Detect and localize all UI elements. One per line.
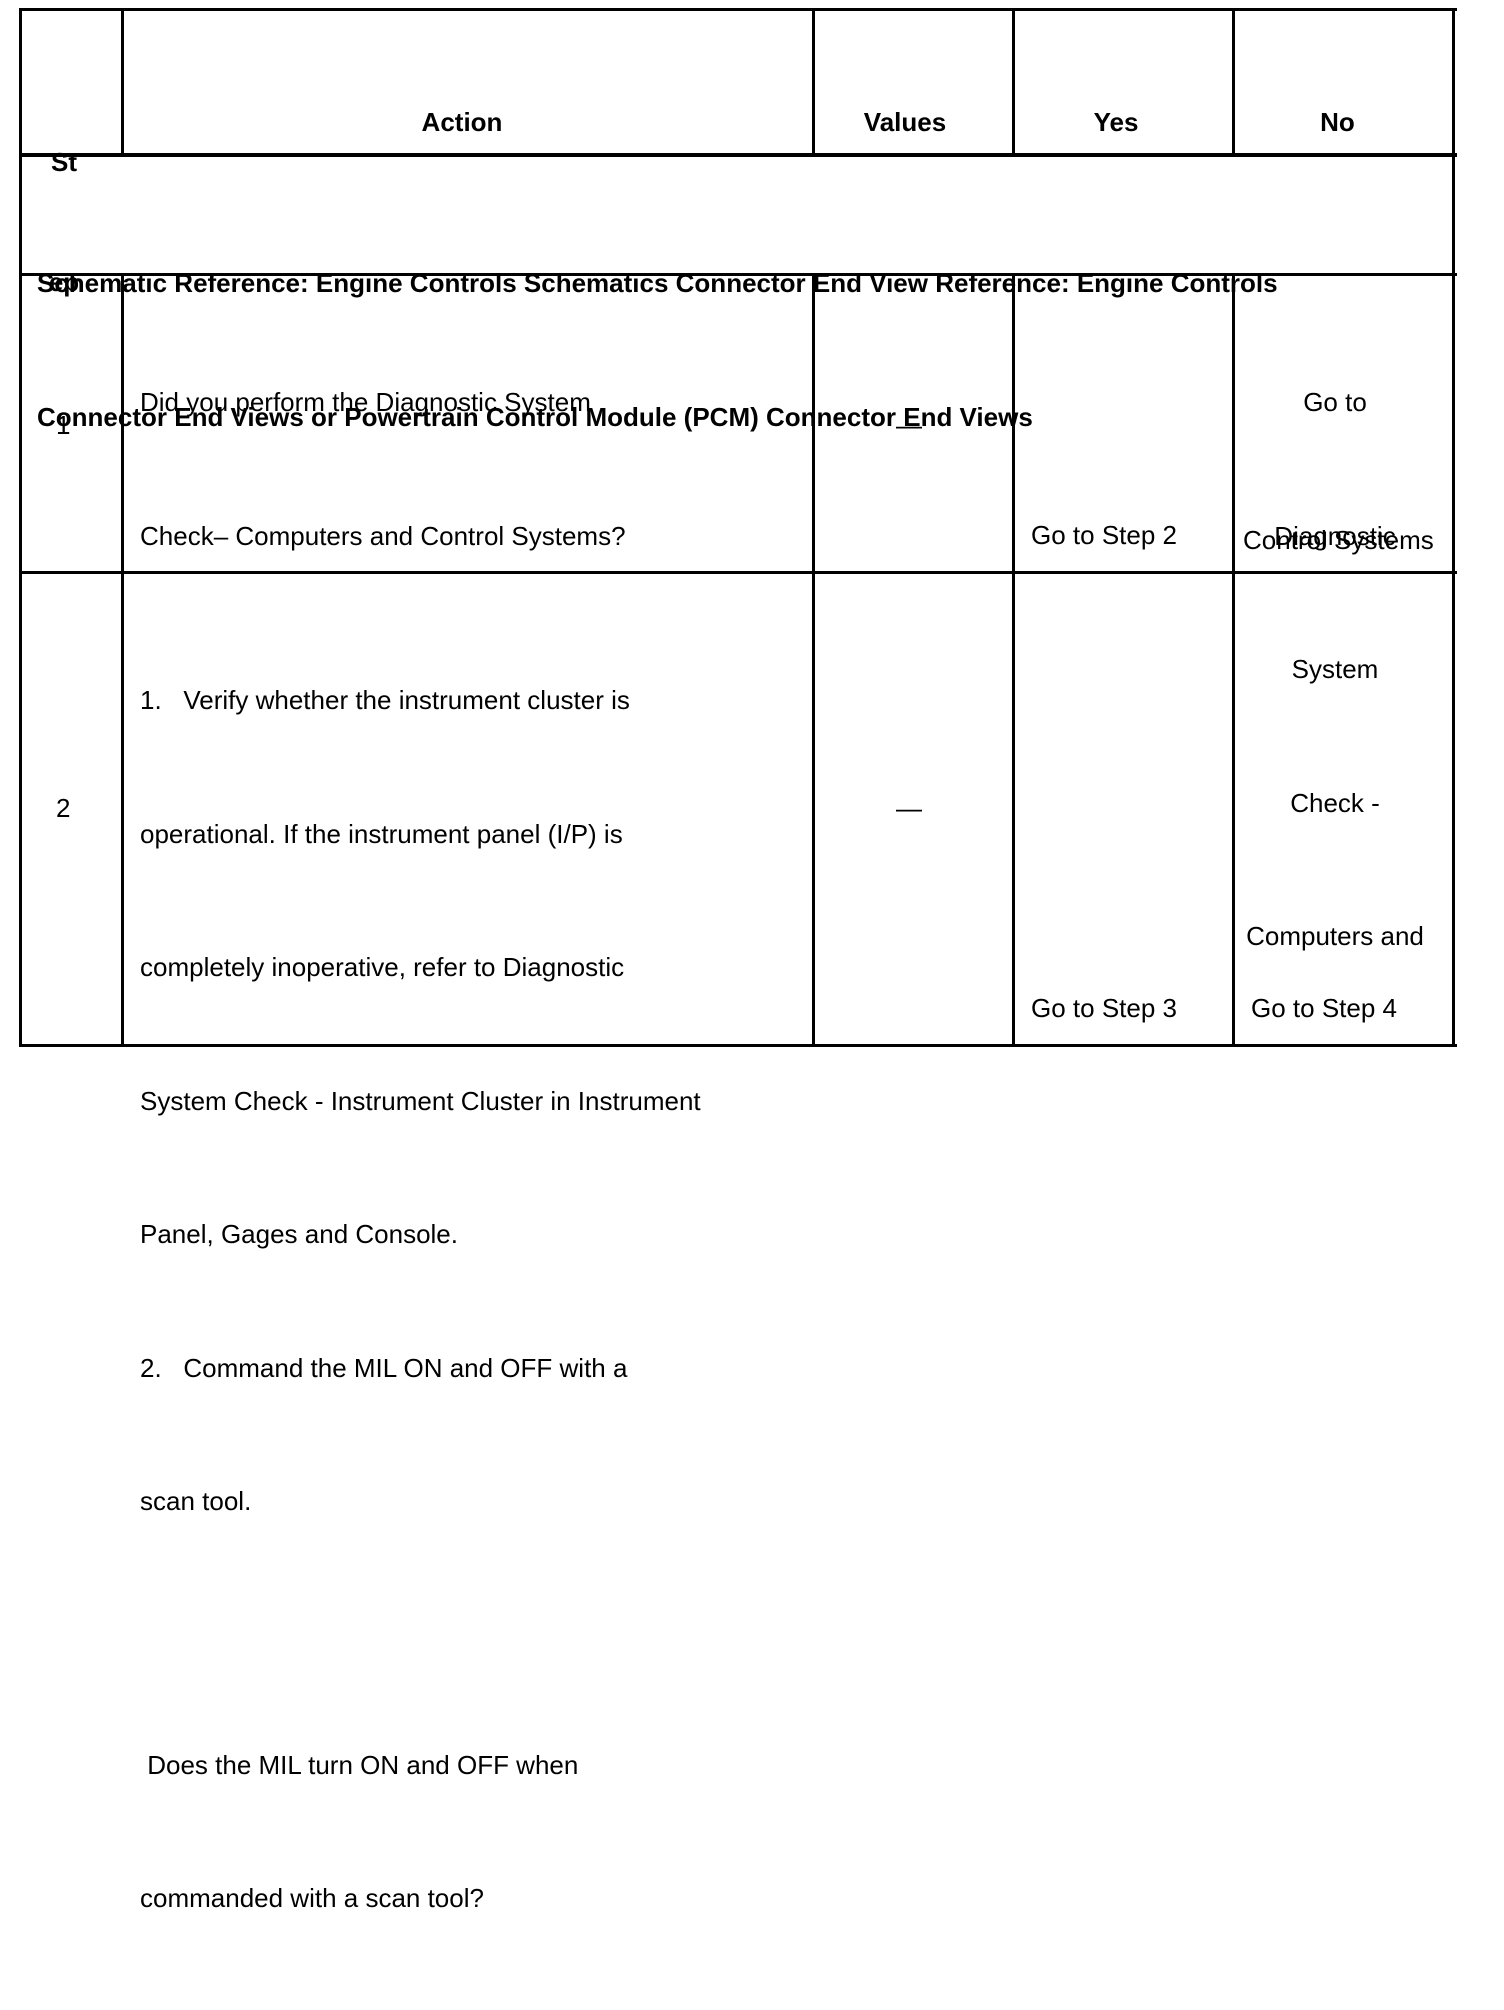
values-dash: —: [896, 793, 922, 823]
column-divider-values-body: [1012, 273, 1015, 1047]
diagnostic-table: St ep Action Values Yes No Schematic Ref…: [19, 8, 1457, 1913]
column-divider-values: [1012, 8, 1015, 156]
reference-line: Schematic Reference: Engine Controls Sch…: [37, 268, 1278, 298]
header-values: Values: [863, 107, 947, 137]
header-divider: [19, 153, 1457, 157]
column-divider-action-body: [812, 273, 815, 1047]
column-divider-yes-body: [1232, 273, 1235, 1047]
table-border-top: [19, 8, 1457, 11]
values-dash: —: [896, 410, 922, 440]
no-outcome-line: Control Systems: [1243, 525, 1434, 555]
action-line: Did you perform the Diagnostic System: [140, 387, 591, 417]
header-no: No: [1320, 107, 1355, 137]
table-border-right: [1452, 8, 1455, 1047]
yes-outcome: Go to Step 3: [1031, 993, 1177, 1023]
row-divider: [19, 571, 1457, 574]
column-divider-step: [121, 8, 124, 156]
action-text: Did you perform the Diagnostic System Ch…: [140, 291, 626, 647]
header-step-line: ep: [48, 267, 80, 297]
action-line: 2. Command the MIL ON and OFF with a: [140, 1352, 628, 1383]
action-line: Panel, Gages and Console.: [140, 1219, 458, 1249]
no-outcome-line: Computers and: [1246, 921, 1424, 951]
action-text: 1. Verify whether the instrument cluster…: [140, 589, 701, 2010]
table-border-left: [19, 8, 22, 1047]
column-divider-step-body: [121, 273, 124, 1047]
action-blank-line: [140, 1613, 701, 1654]
no-outcome-line: Diagnostic: [1274, 520, 1396, 551]
column-divider-action: [812, 8, 815, 156]
action-line: Does the MIL turn ON and OFF when: [140, 1749, 579, 1780]
action-line: Check– Computers and Control Systems?: [140, 520, 626, 551]
header-step-line: St: [51, 147, 77, 177]
step-number: 2: [56, 793, 71, 823]
no-outcome-line: System: [1291, 654, 1379, 684]
no-outcome: Go to Diagnostic System Check - Computer…: [1237, 291, 1433, 1048]
action-line: completely inoperative, refer to Diagnos…: [140, 952, 625, 982]
action-line: operational. If the instrument panel (I/…: [140, 818, 623, 849]
step-number: 1: [56, 410, 71, 440]
reference-line: Connector End Views or Powertrain Contro…: [37, 401, 1033, 432]
schematic-reference: Schematic Reference: Engine Controls Sch…: [37, 172, 1278, 528]
yes-outcome: Go to Step 2: [1031, 520, 1177, 550]
table-border-bottom: [19, 1044, 1457, 1047]
reference-divider: [19, 273, 1457, 276]
no-outcome: Go to Step 4: [1251, 993, 1397, 1023]
action-line: System Check - Instrument Cluster in Ins…: [140, 1085, 701, 1116]
header-step: St ep: [24, 62, 104, 382]
header-action: Action: [421, 107, 503, 137]
header-yes: Yes: [1093, 107, 1139, 137]
no-outcome-line: Go to: [1303, 387, 1367, 417]
no-outcome-line: Check -: [1290, 787, 1380, 818]
column-divider-yes: [1232, 8, 1235, 156]
action-line: 1. Verify whether the instrument cluster…: [140, 685, 630, 715]
action-line: commanded with a scan tool?: [140, 1883, 484, 1913]
action-line: scan tool.: [140, 1486, 252, 1516]
